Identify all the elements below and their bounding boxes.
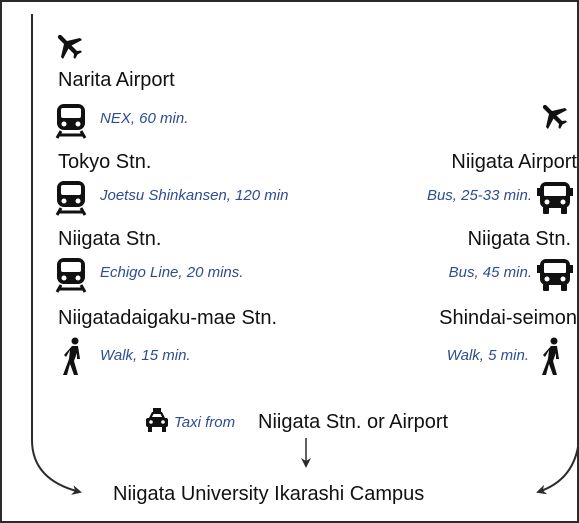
taxi-label: Taxi from <box>174 414 236 431</box>
stop-niigata-stn-right: Niigata Stn. <box>467 228 571 250</box>
airplane-icon <box>52 28 86 62</box>
bus-icon <box>537 181 573 215</box>
taxi-origin-text: Niigata Stn. or Airport <box>258 411 449 433</box>
leg-label-bus-45: Bus, 45 min. <box>448 264 532 281</box>
right-route-line <box>536 439 579 495</box>
stop-narita-airport: Narita Airport <box>58 69 175 91</box>
leg-label-walk-15: Walk, 15 min. <box>100 347 191 364</box>
leg-label-echigo: Echigo Line, 20 mins. <box>100 264 244 281</box>
stop-shindai-seimon: Shindai-seimon <box>439 307 577 329</box>
train-icon <box>55 180 87 216</box>
stop-tokyo-stn: Tokyo Stn. <box>58 151 152 173</box>
leg-label-bus-25-33: Bus, 25-33 min. <box>426 187 532 204</box>
walking-person-icon <box>62 337 86 377</box>
leg-label-walk-5: Walk, 5 min. <box>446 347 529 364</box>
stop-niigata-stn: Niigata Stn. <box>58 228 162 250</box>
left-route-line <box>31 14 82 495</box>
train-icon <box>55 103 87 139</box>
leg-label-shinkansen: Joetsu Shinkansen, 120 min <box>100 187 289 204</box>
taxi-icon <box>144 407 170 433</box>
stop-niigata-airport: Niigata Airport <box>451 151 577 173</box>
walking-person-icon <box>541 337 565 377</box>
airplane-icon <box>537 98 571 132</box>
stop-niigatadaigaku-mae-stn: Niigatadaigaku-mae Stn. <box>58 307 278 329</box>
destination-campus: Niigata University Ikarashi Campus <box>113 483 425 505</box>
train-icon <box>55 257 87 293</box>
leg-label-nex: NEX, 60 min. <box>100 110 189 127</box>
bus-icon <box>537 258 573 292</box>
